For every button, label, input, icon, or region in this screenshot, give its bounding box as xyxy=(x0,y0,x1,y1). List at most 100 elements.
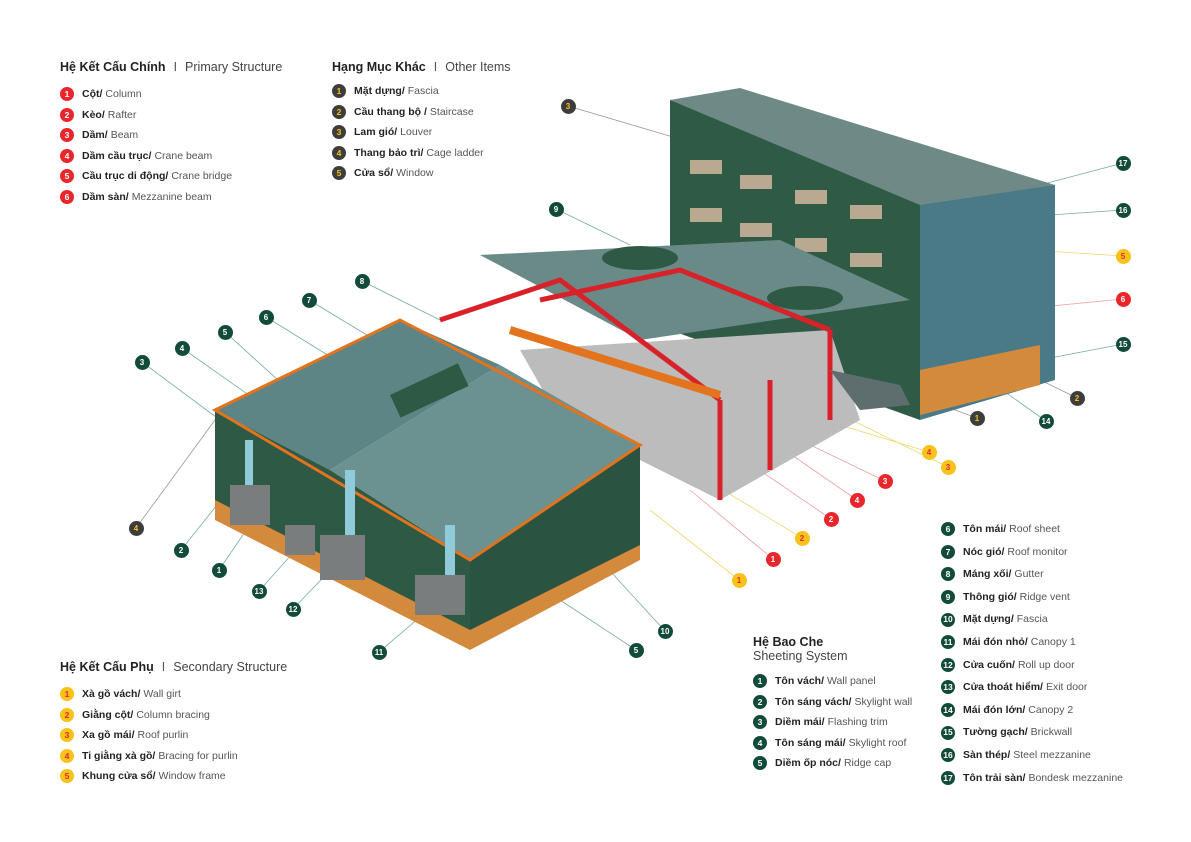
label-en: Window frame xyxy=(158,770,226,783)
number-badge: 1 xyxy=(753,674,767,689)
number-badge: 1 xyxy=(60,87,74,102)
callout-marker: 12 xyxy=(285,601,301,617)
callout-marker: 4 xyxy=(174,340,190,356)
callout-marker: 8 xyxy=(354,273,370,289)
label-vi: Cửa thoát hiểm/ xyxy=(963,681,1043,694)
label-en: Steel mezzanine xyxy=(1013,748,1091,761)
callout-marker: 16 xyxy=(1115,202,1131,218)
number-badge: 4 xyxy=(332,145,346,160)
doors xyxy=(230,485,465,615)
label-en: Column xyxy=(105,88,142,101)
callout-marker: 3 xyxy=(560,98,576,114)
label-en: Rafter xyxy=(107,108,137,121)
label-vi: Cột/ xyxy=(82,88,103,101)
steel-frames xyxy=(439,267,833,500)
label-en: Louver xyxy=(400,126,433,139)
ridge-vent xyxy=(767,286,843,310)
ridge-vent xyxy=(602,246,678,270)
label-en: Beam xyxy=(110,129,139,142)
callout-marker: 3 xyxy=(134,354,150,370)
label-vi: Sàn thép/ xyxy=(963,748,1011,761)
label-en: Ridge vent xyxy=(1019,590,1070,603)
number-badge: 1 xyxy=(60,687,74,702)
number-badge: 3 xyxy=(332,125,346,140)
label-vi: Xà gồ vách/ xyxy=(82,688,141,701)
label-vi: Tôn vách/ xyxy=(775,675,825,688)
callout-marker: 7 xyxy=(301,292,317,308)
label-en: Skylight roof xyxy=(848,736,907,749)
leader-line xyxy=(1039,162,1124,186)
main-roof-right xyxy=(330,365,640,560)
label-vi: Dầm/ xyxy=(82,129,108,142)
callout-marker: 10 xyxy=(657,623,673,639)
callout-marker: 4 xyxy=(921,444,937,460)
number-badge: 3 xyxy=(753,715,767,730)
callout-marker: 11 xyxy=(371,644,387,660)
label-vi: Tôn sáng vách/ xyxy=(775,695,852,708)
brick-base xyxy=(215,500,640,650)
leader-line xyxy=(689,489,774,560)
legend-title-vi: Hệ Kết Cấu Chính xyxy=(60,60,166,74)
label-en: Roof sheet xyxy=(1009,523,1060,536)
number-badge: 1 xyxy=(332,84,346,99)
legend-title-en: Primary Structure xyxy=(185,60,283,74)
label-vi: Cầu trục di động/ xyxy=(82,170,169,183)
label-vi: Mặt dựng/ xyxy=(354,85,405,98)
label-vi: Giằng cột/ xyxy=(82,708,134,721)
callout-marker: 17 xyxy=(1115,155,1131,171)
callout-marker: 1 xyxy=(765,551,781,567)
label-vi: Tôn mái/ xyxy=(963,523,1007,536)
number-badge: 5 xyxy=(60,769,74,784)
canopy-2 xyxy=(830,370,910,410)
leader-line xyxy=(559,599,637,651)
callout-marker: 2 xyxy=(823,511,839,527)
callout-marker: 2 xyxy=(794,530,810,546)
legend-title-en: Other Items xyxy=(445,60,511,74)
label-vi: Máng xối/ xyxy=(963,568,1012,581)
label-vi: Diềm ốp nóc/ xyxy=(775,757,841,770)
number-badge: 2 xyxy=(332,104,346,119)
callout-marker: 6 xyxy=(258,309,274,325)
label-vi: Lam gió/ xyxy=(354,126,398,139)
number-badge: 4 xyxy=(60,748,74,763)
crane-bridge xyxy=(508,326,722,399)
label-en: Fascia xyxy=(1016,613,1048,626)
callout-marker: 9 xyxy=(548,201,564,217)
label-en: Fascia xyxy=(407,85,439,98)
leader-line xyxy=(141,361,221,421)
callout-marker: 3 xyxy=(940,459,956,475)
main-roof-left xyxy=(215,320,500,470)
front-wall xyxy=(215,410,470,640)
label-vi: Xa gồ mái/ xyxy=(82,729,135,742)
callout-marker: 13 xyxy=(251,583,267,599)
number-badge: 6 xyxy=(60,189,74,204)
label-en: Skylight wall xyxy=(854,695,913,708)
label-en: Canopy 2 xyxy=(1028,703,1074,716)
number-badge: 2 xyxy=(753,694,767,709)
label-en: Ridge cap xyxy=(843,757,892,770)
label-vi: Mái đón lớn/ xyxy=(963,703,1026,716)
legend-title-vi: Hệ Kết Cấu Phụ xyxy=(60,660,154,674)
label-en: Window xyxy=(396,167,434,180)
gable-wall xyxy=(470,445,640,640)
